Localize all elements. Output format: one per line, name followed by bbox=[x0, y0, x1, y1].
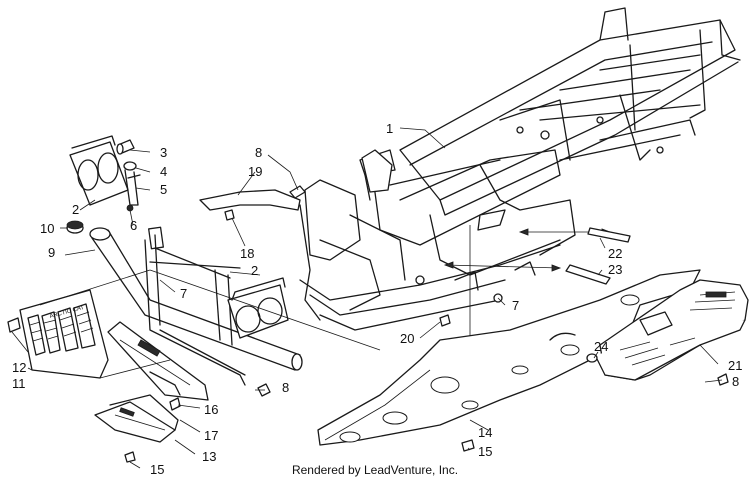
skid-plate bbox=[317, 269, 701, 446]
callout-8-top: 8 bbox=[255, 145, 262, 160]
fastener-18 bbox=[224, 209, 235, 221]
main-frame bbox=[299, 7, 741, 331]
callout-7-frame: 7 bbox=[512, 298, 519, 313]
callout-4: 4 bbox=[160, 164, 167, 179]
callout-7-bumper: 7 bbox=[180, 286, 187, 301]
callout-15-guard: 15 bbox=[150, 462, 164, 477]
callout-6: 6 bbox=[130, 218, 137, 233]
front-bumper bbox=[89, 226, 303, 386]
callout-16: 16 bbox=[204, 402, 218, 417]
front-plate: ARCTIC CAT bbox=[19, 289, 109, 379]
callout-12: 12 bbox=[12, 360, 26, 375]
callout-15-skid: 15 bbox=[478, 444, 492, 459]
callout-14: 14 bbox=[478, 425, 492, 440]
bar-22 bbox=[587, 227, 631, 243]
callout-24: 24 bbox=[594, 339, 608, 354]
callout-8-footwell: 8 bbox=[732, 374, 739, 389]
fastener-15-skid bbox=[461, 439, 475, 452]
lower-guard bbox=[94, 394, 179, 443]
callout-2-upper: 2 bbox=[72, 202, 79, 217]
fastener-8-footwell bbox=[717, 373, 729, 386]
headlight-lower bbox=[227, 277, 289, 339]
grommet-10 bbox=[66, 220, 84, 234]
fastener-8-top bbox=[289, 185, 306, 199]
bar-23 bbox=[565, 264, 611, 285]
callout-leaders bbox=[11, 127, 723, 469]
callout-10: 10 bbox=[40, 221, 54, 236]
fastener-20 bbox=[439, 314, 451, 327]
callout-5: 5 bbox=[160, 182, 167, 197]
callout-13: 13 bbox=[202, 449, 216, 464]
footwell bbox=[594, 279, 749, 381]
callout-18: 18 bbox=[240, 246, 254, 261]
nut-4 bbox=[123, 161, 137, 171]
callout-20: 20 bbox=[400, 331, 414, 346]
callout-11: 11 bbox=[12, 376, 26, 391]
fastener-16 bbox=[169, 397, 181, 411]
callout-22: 22 bbox=[608, 246, 622, 261]
headlight-bracket bbox=[124, 169, 141, 212]
fastener-15-guard bbox=[124, 451, 136, 463]
nut-24 bbox=[586, 353, 598, 363]
bolt-3 bbox=[116, 139, 135, 155]
callout-3: 3 bbox=[160, 145, 167, 160]
fastener-12 bbox=[7, 317, 21, 333]
callout-9: 9 bbox=[48, 245, 55, 260]
callout-8-bumper: 8 bbox=[282, 380, 289, 395]
callout-2-lower: 2 bbox=[251, 263, 258, 278]
callout-19: 19 bbox=[248, 164, 262, 179]
callout-17: 17 bbox=[204, 428, 218, 443]
callout-23: 23 bbox=[608, 262, 622, 277]
grille bbox=[107, 321, 209, 401]
footer-credit: Rendered by LeadVenture, Inc. bbox=[291, 463, 459, 477]
callout-21: 21 bbox=[728, 358, 742, 373]
brace-19 bbox=[199, 189, 301, 211]
callout-1: 1 bbox=[386, 121, 393, 136]
